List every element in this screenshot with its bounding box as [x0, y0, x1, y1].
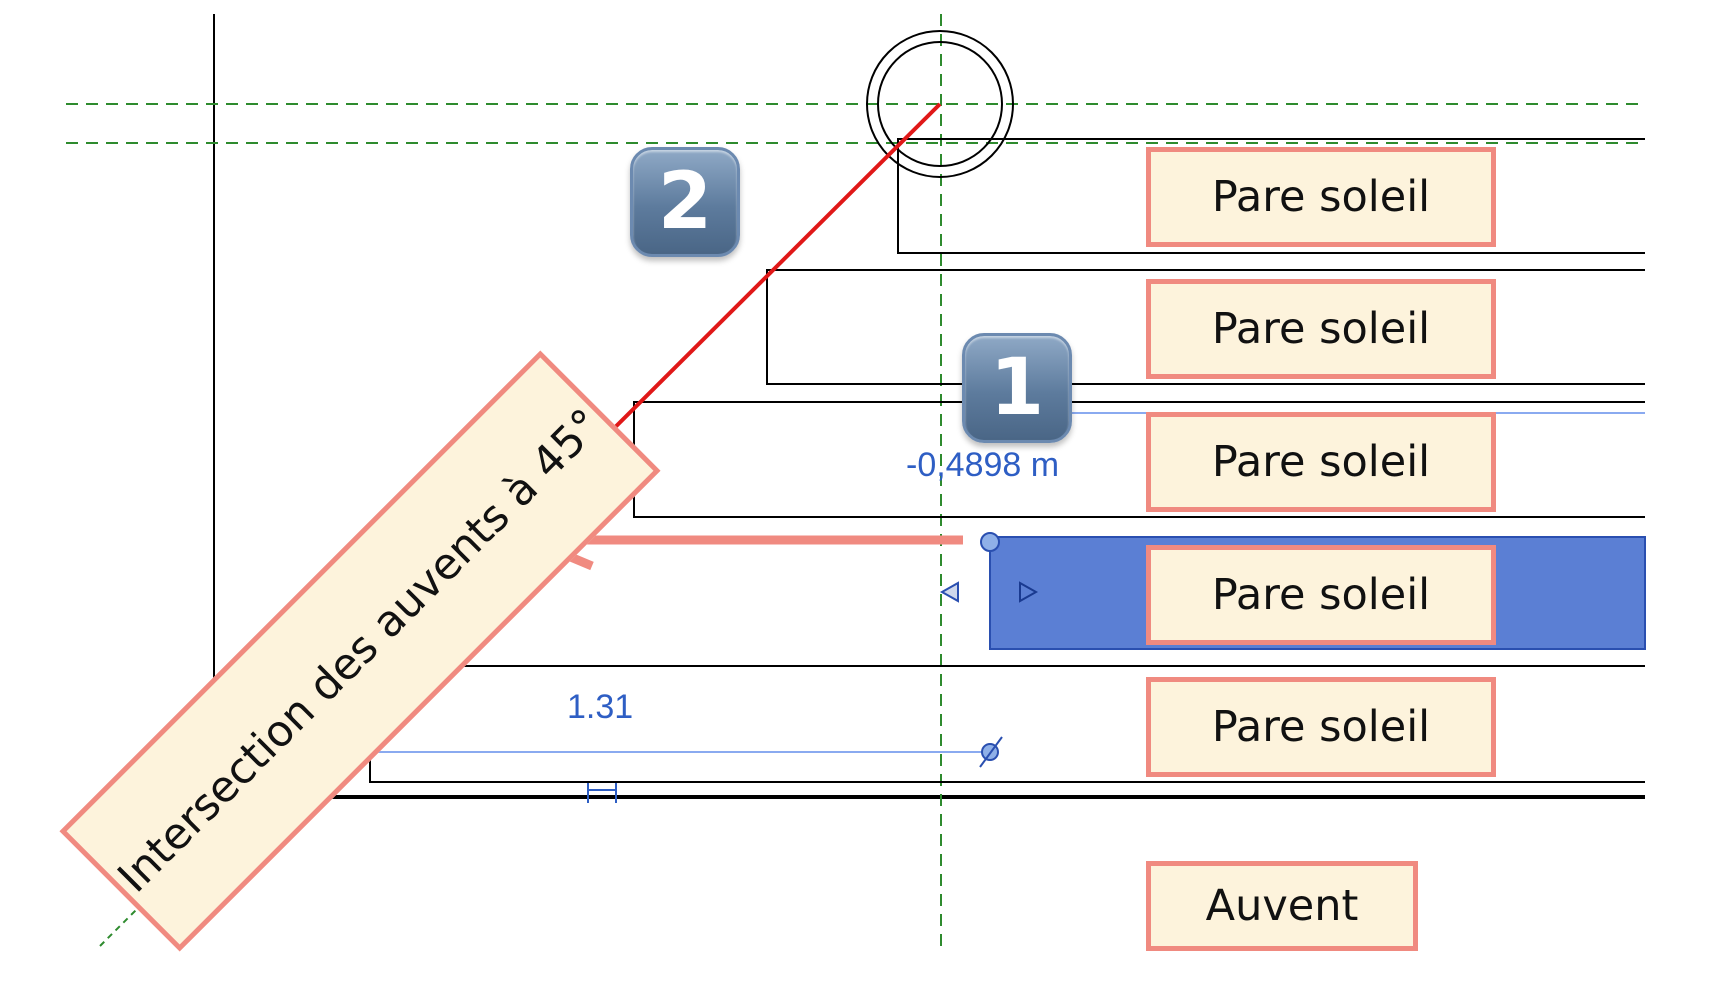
- grid-marker-inner-circle: [877, 41, 1003, 167]
- step-2-badge: 2: [630, 147, 740, 257]
- grip-handle-top[interactable]: [980, 532, 1000, 552]
- shade-outline-2: [766, 269, 1645, 385]
- arrow-right-handle[interactable]: [1019, 581, 1039, 603]
- label-pare-soleil-4-text: Pare soleil: [1211, 570, 1431, 620]
- label-pare-soleil-5: Pare soleil: [1146, 677, 1496, 777]
- shade-outline-1: [897, 138, 1645, 254]
- step-1-number: 1: [989, 343, 1045, 433]
- label-pare-soleil-5-text: Pare soleil: [1211, 702, 1431, 752]
- label-pare-soleil-3-text: Pare soleil: [1211, 437, 1431, 487]
- label-pare-soleil-1: Pare soleil: [1146, 147, 1496, 247]
- grid-marker-outer-circle: [866, 30, 1014, 178]
- label-pare-soleil-2: Pare soleil: [1146, 279, 1496, 379]
- offset-dimension-value[interactable]: -0,4898 m: [906, 446, 1060, 484]
- label-pare-soleil-2-text: Pare soleil: [1211, 304, 1431, 354]
- label-auvent-text: Auvent: [1205, 881, 1359, 931]
- grip-cross-line: [979, 736, 1003, 768]
- length-dimension-value[interactable]: 1.31: [567, 688, 634, 726]
- label-pare-soleil-4: Pare soleil: [1146, 545, 1496, 645]
- step-1-badge: 1: [962, 333, 1072, 443]
- step-2-number: 2: [657, 157, 713, 247]
- label-pare-soleil-3: Pare soleil: [1146, 412, 1496, 512]
- dimension-lock-icon[interactable]: [587, 783, 617, 803]
- label-pare-soleil-1-text: Pare soleil: [1211, 172, 1431, 222]
- arrow-left-handle[interactable]: [939, 581, 959, 603]
- label-auvent: Auvent: [1146, 861, 1418, 951]
